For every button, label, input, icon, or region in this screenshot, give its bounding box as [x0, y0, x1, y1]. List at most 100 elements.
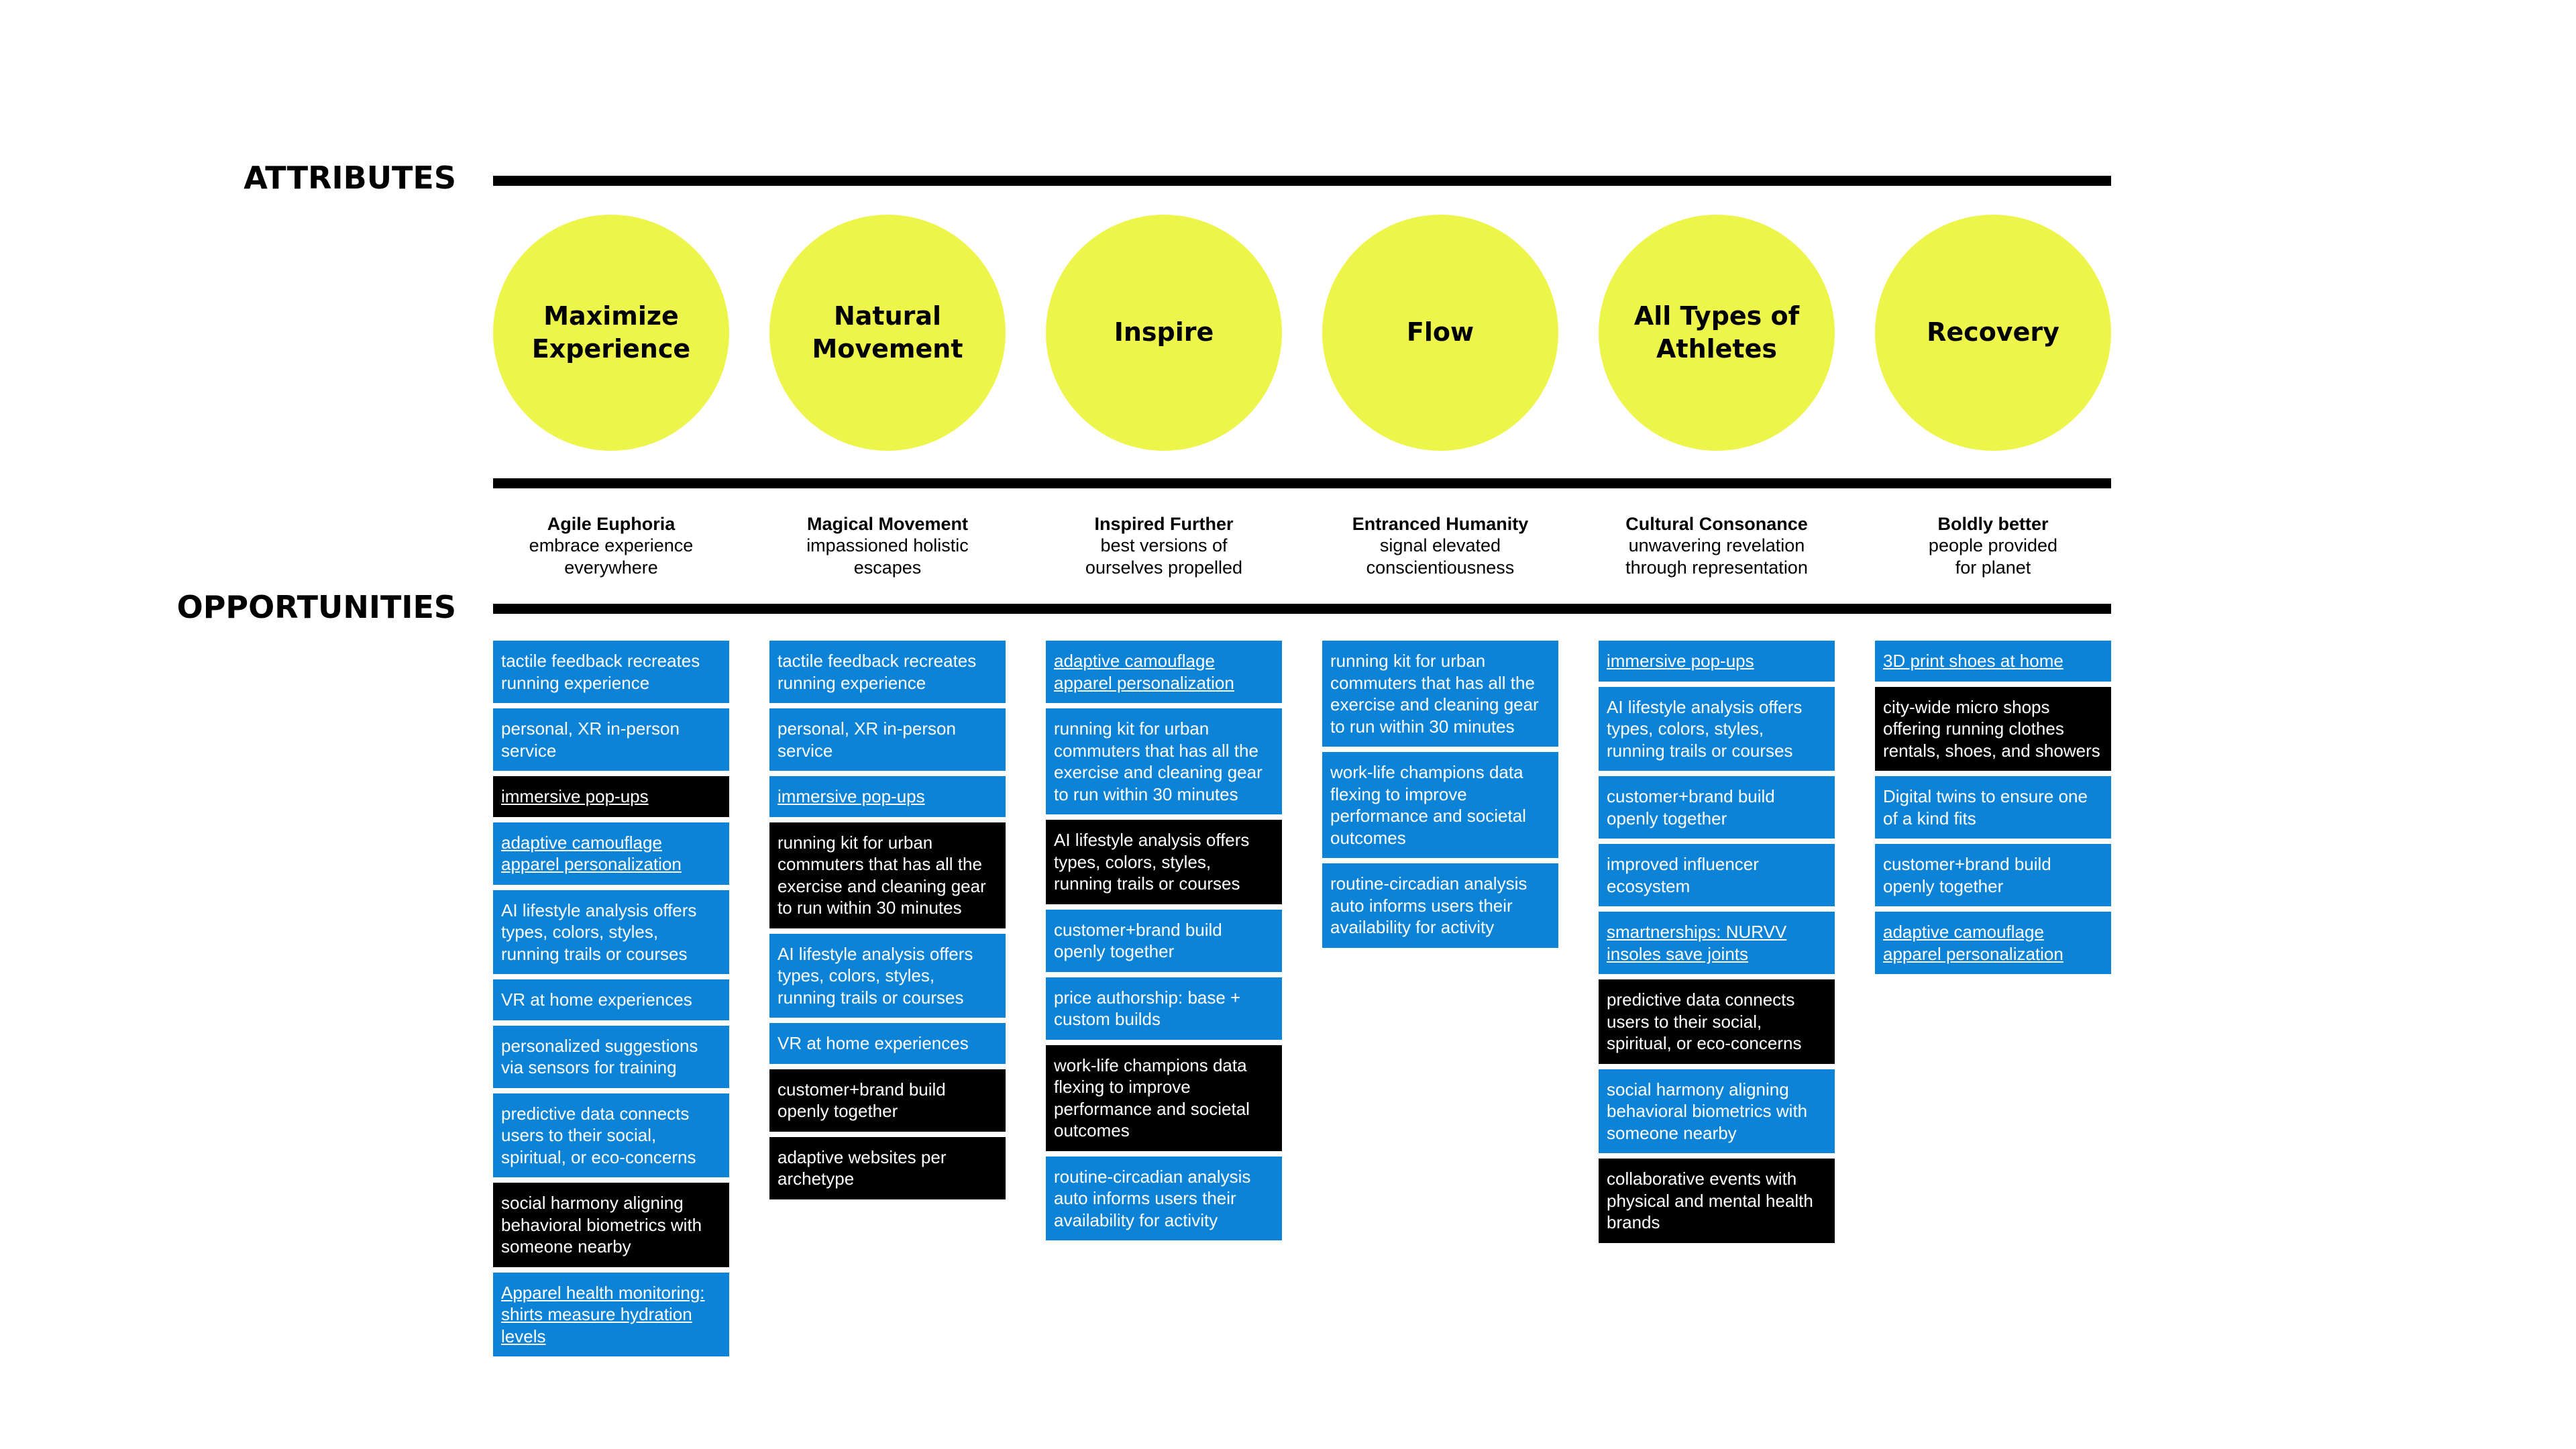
- opportunity-text: smartnerships: NURVV insoles save joints: [1607, 922, 1787, 964]
- attribute-circle: Inspire: [1046, 215, 1282, 451]
- attribute-circle: Flow: [1322, 215, 1558, 451]
- attribute-circle: Maximize Experience: [493, 215, 729, 451]
- opportunity-card: tactile feedback recreates running exper…: [493, 641, 729, 703]
- opportunity-card: social harmony aligning behavioral biome…: [1599, 1069, 1835, 1153]
- opportunity-card: price authorship: base + custom builds: [1046, 977, 1282, 1040]
- opportunity-text: tactile feedback recreates running exper…: [777, 651, 977, 693]
- opportunity-text: VR at home experiences: [501, 989, 692, 1010]
- opportunity-card: customer+brand build openly together: [769, 1069, 1006, 1132]
- opportunity-text: routine-circadian analysis auto informs …: [1054, 1166, 1251, 1230]
- theme-block: Boldly better people provided for planet: [1875, 513, 2111, 578]
- opportunity-card: social harmony aligning behavioral biome…: [493, 1183, 729, 1267]
- opportunity-text: running kit for urban commuters that has…: [1330, 651, 1539, 737]
- attribute-circle: Recovery: [1875, 215, 2111, 451]
- opportunity-text: VR at home experiences: [777, 1033, 969, 1053]
- opportunity-card: running kit for urban commuters that has…: [1046, 708, 1282, 814]
- opportunity-text: immersive pop-ups: [501, 786, 649, 806]
- opportunity-text: immersive pop-ups: [777, 786, 925, 806]
- opportunity-link-card[interactable]: immersive pop-ups: [769, 776, 1006, 817]
- opportunity-text: routine-circadian analysis auto informs …: [1330, 873, 1527, 937]
- opportunity-card: predictive data connects users to their …: [1599, 979, 1835, 1064]
- opportunity-text: personal, XR in-person service: [501, 718, 680, 761]
- opportunity-card: adaptive websites per archetype: [769, 1136, 1006, 1199]
- opportunity-text: social harmony aligning behavioral biome…: [1607, 1079, 1808, 1143]
- opportunity-card: customer+brand build openly together: [1599, 776, 1835, 839]
- opportunity-link-card[interactable]: adaptive camouflage apparel personalizat…: [1046, 641, 1282, 703]
- opportunity-text: AI lifestyle analysis offers types, colo…: [1607, 696, 1803, 761]
- opportunity-text: work-life champions data flexing to impr…: [1330, 762, 1526, 848]
- attribute-circle: Natural Movement: [769, 215, 1006, 451]
- opportunity-card: AI lifestyle analysis offers types, colo…: [1046, 820, 1282, 904]
- opportunity-text: work-life champions data flexing to impr…: [1054, 1055, 1250, 1141]
- opportunity-link-card[interactable]: immersive pop-ups: [493, 776, 729, 817]
- opportunity-text: personalized suggestions via sensors for…: [501, 1035, 698, 1078]
- opportunity-card: personalized suggestions via sensors for…: [493, 1025, 729, 1088]
- opportunity-text: running kit for urban commuters that has…: [777, 832, 986, 918]
- opportunity-column: tactile feedback recreates running exper…: [493, 641, 729, 1362]
- theme-block: Magical Movement impassioned holistic es…: [769, 513, 1006, 578]
- opportunity-text: running kit for urban commuters that has…: [1054, 718, 1263, 804]
- opportunity-text: customer+brand build openly together: [1607, 786, 1775, 828]
- theme-title: Agile Euphoria: [547, 514, 676, 534]
- opportunity-card: customer+brand build openly together: [1875, 844, 2111, 906]
- theme-description: embrace experience everywhere: [529, 535, 694, 578]
- opportunity-card: running kit for urban commuters that has…: [769, 822, 1006, 928]
- opportunity-card: personal, XR in-person service: [493, 708, 729, 771]
- opportunity-card: predictive data connects users to their …: [493, 1093, 729, 1177]
- opportunity-link-card[interactable]: adaptive camouflage apparel personalizat…: [493, 822, 729, 885]
- opportunity-text: AI lifestyle analysis offers types, colo…: [501, 900, 697, 964]
- opportunity-text: customer+brand build openly together: [1883, 854, 2051, 896]
- opportunity-text: AI lifestyle analysis offers types, colo…: [777, 943, 973, 1008]
- opportunity-text: AI lifestyle analysis offers types, colo…: [1054, 830, 1250, 894]
- opportunity-link-card[interactable]: adaptive camouflage apparel personalizat…: [1875, 912, 2111, 974]
- opportunity-text: adaptive camouflage apparel personalizat…: [501, 832, 682, 875]
- opportunity-link-card[interactable]: immersive pop-ups: [1599, 641, 1835, 682]
- opportunity-text: predictive data connects users to their …: [1607, 989, 1802, 1053]
- opportunity-text: Apparel health monitoring: shirts measur…: [501, 1282, 705, 1346]
- opportunity-column: immersive pop-ups AI lifestyle analysis o…: [1599, 641, 1835, 1248]
- theme-description: signal elevated conscientiousness: [1366, 535, 1515, 578]
- theme-block: Cultural Consonance unwavering revelatio…: [1599, 513, 1835, 578]
- opportunity-text: customer+brand build openly together: [777, 1079, 946, 1122]
- opportunity-card: city-wide micro shops offering running c…: [1875, 686, 2111, 771]
- opportunity-text: improved influencer ecosystem: [1607, 854, 1759, 896]
- opportunity-text: adaptive camouflage apparel personalizat…: [1054, 651, 1234, 693]
- opportunity-card: personal, XR in-person service: [769, 708, 1006, 771]
- opportunity-card: VR at home experiences: [493, 979, 729, 1020]
- opportunity-card: VR at home experiences: [769, 1023, 1006, 1064]
- opportunity-card: AI lifestyle analysis offers types, colo…: [493, 890, 729, 974]
- attributes-heading: ATTRIBUTES: [244, 160, 456, 196]
- theme-title: Magical Movement: [806, 514, 969, 534]
- theme-title: Entranced Humanity: [1352, 514, 1529, 534]
- theme-block: Entranced Humanity signal elevated consc…: [1322, 513, 1558, 578]
- opportunity-card: running kit for urban commuters that has…: [1322, 641, 1558, 747]
- opportunity-link-card[interactable]: 3D print shoes at home: [1875, 641, 2111, 682]
- opportunity-card: work-life champions data flexing to impr…: [1322, 752, 1558, 858]
- opportunity-card: routine-circadian analysis auto informs …: [1046, 1156, 1282, 1240]
- opportunity-link-card[interactable]: smartnerships: NURVV insoles save joints: [1599, 912, 1835, 974]
- opportunities-divider: [493, 604, 2111, 614]
- opportunity-text: adaptive camouflage apparel personalizat…: [1883, 922, 2063, 964]
- opportunity-card: Digital twins to ensure one of a kind fi…: [1875, 776, 2111, 839]
- theme-description: impassioned holistic escapes: [806, 535, 969, 578]
- opportunity-column: adaptive camouflage apparel personalizat…: [1046, 641, 1282, 1246]
- opportunity-text: immersive pop-ups: [1607, 651, 1754, 671]
- opportunity-card: work-life champions data flexing to impr…: [1046, 1044, 1282, 1151]
- theme-description: unwavering revelation through representa…: [1625, 535, 1808, 578]
- opportunity-text: social harmony aligning behavioral biome…: [501, 1193, 702, 1256]
- opportunity-link-card[interactable]: Apparel health monitoring: shirts measur…: [493, 1272, 729, 1356]
- theme-block: Inspired Further best versions of oursel…: [1046, 513, 1282, 578]
- theme-title: Boldly better: [1937, 514, 2049, 534]
- theme-title: Inspired Further: [1094, 514, 1234, 534]
- opportunity-text: tactile feedback recreates running exper…: [501, 651, 700, 693]
- opportunity-column: running kit for urban commuters that has…: [1322, 641, 1558, 953]
- opportunity-text: price authorship: base + custom builds: [1054, 987, 1241, 1030]
- opportunity-text: predictive data connects users to their …: [501, 1103, 696, 1167]
- opportunity-card: customer+brand build openly together: [1046, 909, 1282, 972]
- opportunities-heading: OPPORTUNITIES: [176, 589, 456, 625]
- theme-description: people provided for planet: [1928, 535, 2058, 578]
- theme-description: best versions of ourselves propelled: [1085, 535, 1243, 578]
- theme-block: Agile Euphoria embrace experience everyw…: [493, 513, 729, 578]
- opportunity-text: adaptive websites per archetype: [777, 1146, 947, 1189]
